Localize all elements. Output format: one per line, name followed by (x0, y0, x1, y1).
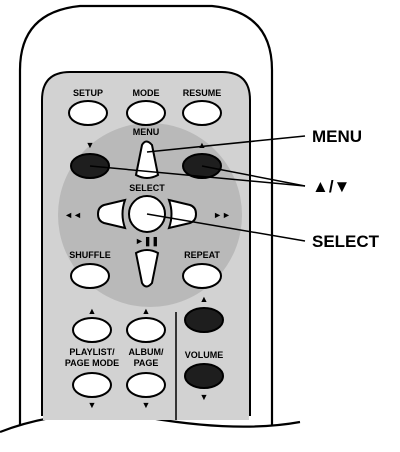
remote-cutoff-curve (0, 413, 300, 447)
setup-button[interactable] (68, 100, 108, 126)
previous-track-icon: ◄◄ (64, 210, 82, 220)
album-button[interactable] (126, 317, 166, 343)
playlist-button[interactable] (72, 317, 112, 343)
up-arrow-icon: ▲ (198, 140, 207, 150)
dpad-down-play-pause-button[interactable] (134, 249, 160, 288)
repeat-label: REPEAT (184, 250, 220, 260)
shuffle-button[interactable] (70, 263, 110, 289)
setup-label: SETUP (73, 88, 103, 98)
arrows-callout-line-right (201, 165, 306, 187)
resume-label: RESUME (183, 88, 222, 98)
volume-up-button[interactable] (184, 307, 224, 333)
playlist-up-icon: ▲ (88, 306, 97, 316)
callout-arrows: ▲/▼ (312, 177, 350, 196)
arrows-callout-line-left (89, 165, 306, 187)
callout-select: SELECT (312, 232, 380, 251)
volume-down-button[interactable] (184, 363, 224, 389)
shuffle-label: SHUFFLE (69, 250, 111, 260)
menu-label: MENU (133, 127, 160, 137)
volume-down-icon: ▼ (200, 392, 209, 402)
play-pause-icon: ►❚❚ (135, 236, 159, 247)
down-arrow-icon: ▼ (86, 140, 95, 150)
select-label: SELECT (129, 183, 165, 193)
album-label-line1: ALBUM/ (129, 347, 164, 357)
resume-button[interactable] (182, 100, 222, 126)
next-track-icon: ►► (213, 210, 231, 220)
playlist-down-button[interactable] (72, 372, 112, 398)
dpad-left-prev-button[interactable] (96, 198, 127, 230)
select-callout-line (146, 213, 306, 242)
callout-menu: MENU (312, 127, 362, 146)
menu-callout-line (146, 135, 306, 153)
repeat-button[interactable] (182, 263, 222, 289)
volume-up-icon: ▲ (200, 294, 209, 304)
playlist-down-icon: ▼ (88, 400, 97, 410)
dpad-up-menu-button[interactable] (134, 140, 160, 179)
album-up-icon: ▲ (142, 306, 151, 316)
album-label-line2: PAGE (134, 358, 159, 368)
playlist-label-line2: PAGE MODE (65, 358, 119, 368)
album-down-button[interactable] (126, 372, 166, 398)
playlist-label-line1: PLAYLIST/ (69, 347, 115, 357)
mode-label: MODE (133, 88, 160, 98)
album-down-icon: ▼ (142, 400, 151, 410)
mode-button[interactable] (126, 100, 166, 126)
volume-label: VOLUME (185, 350, 224, 360)
